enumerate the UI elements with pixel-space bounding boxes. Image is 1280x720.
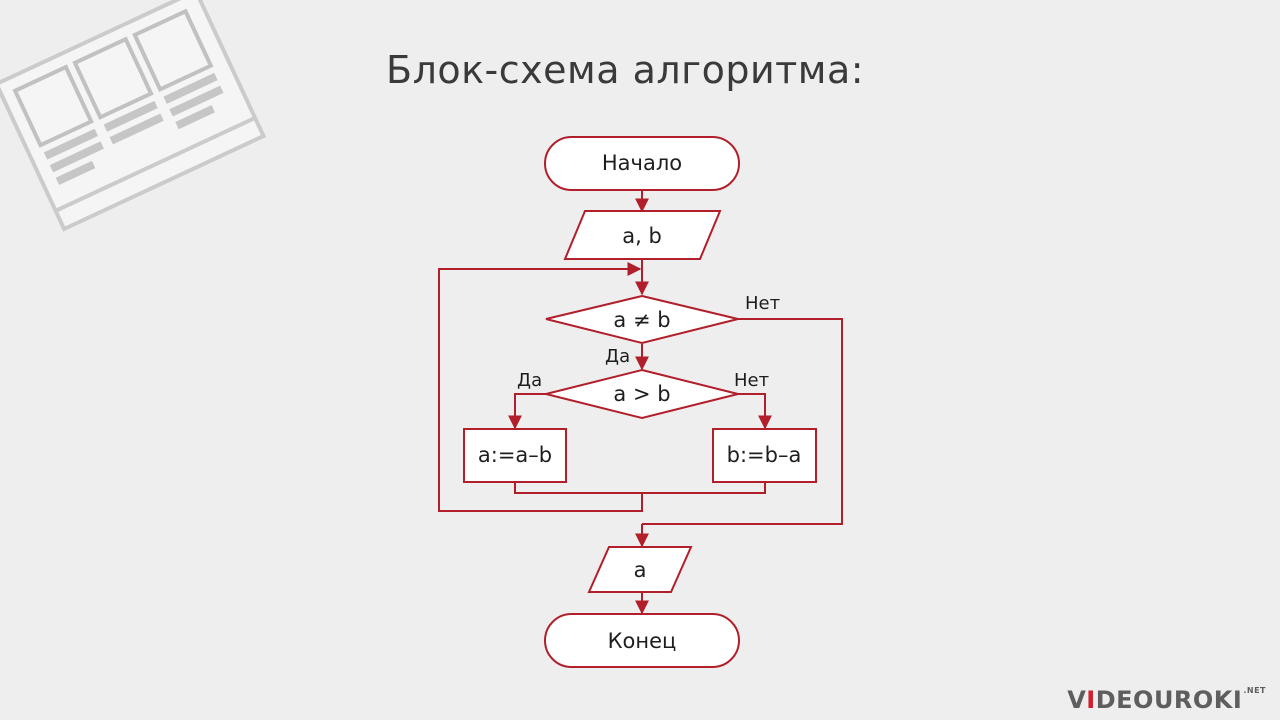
compare-yes-label: Да bbox=[517, 370, 542, 391]
connector-compare-yes bbox=[508, 393, 546, 430]
connector-condition-no-exit bbox=[642, 318, 843, 525]
start-terminator bbox=[544, 136, 740, 191]
document-illustration-icon bbox=[0, 0, 267, 232]
loop-no-label: Нет bbox=[745, 293, 780, 314]
end-label: Конец bbox=[608, 629, 677, 653]
loop-yes-label: Да bbox=[605, 346, 630, 367]
compare-label: a > b bbox=[613, 382, 670, 406]
compare-no-label: Нет bbox=[734, 370, 769, 391]
action-no-label: b:=b–a bbox=[727, 443, 802, 467]
videouroki-logo: VIDEOUROKI.NET bbox=[1067, 686, 1266, 714]
logo-accent: I bbox=[1086, 686, 1096, 714]
connector-loop-back bbox=[438, 262, 643, 512]
action-no-block bbox=[712, 428, 817, 483]
slide-title: Блок-схема алгоритма: bbox=[386, 48, 865, 92]
output-label: a bbox=[634, 558, 647, 582]
action-yes-label: a:=a–b bbox=[478, 443, 552, 467]
input-block bbox=[563, 210, 722, 260]
loop-condition-label: a ≠ b bbox=[613, 308, 670, 332]
compare-decision bbox=[545, 368, 739, 420]
output-block bbox=[587, 546, 693, 593]
action-yes-block bbox=[463, 428, 567, 483]
connector-action-no-merge bbox=[642, 482, 766, 494]
logo-prefix: V bbox=[1067, 686, 1087, 714]
connector-compare-no bbox=[738, 393, 772, 430]
input-label: a, b bbox=[622, 224, 662, 248]
connector-action-yes-merge bbox=[514, 482, 642, 494]
logo-suffix: .NET bbox=[1243, 686, 1266, 695]
end-terminator bbox=[544, 613, 740, 668]
logo-main: DEOUROKI bbox=[1095, 686, 1243, 714]
flow-connectors bbox=[438, 190, 843, 615]
start-label: Начало bbox=[602, 151, 682, 175]
loop-condition-decision bbox=[545, 294, 739, 345]
